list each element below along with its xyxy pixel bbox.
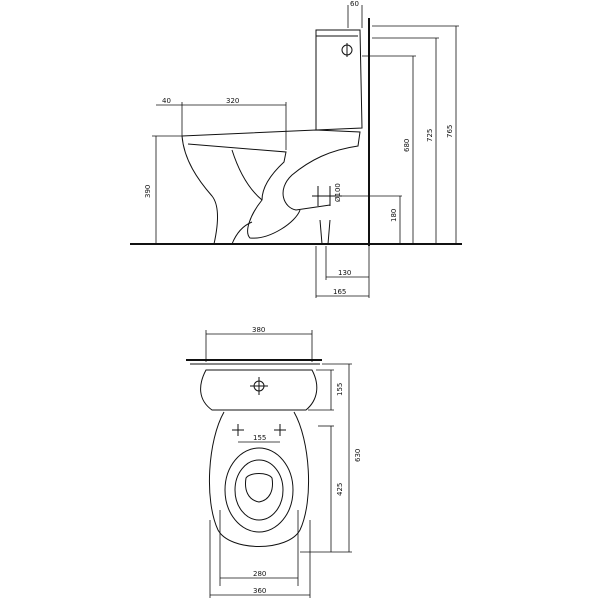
dim-180-label: 180 <box>390 209 398 222</box>
dim-380-label: 380 <box>252 326 265 334</box>
dim-725-label: 725 <box>426 129 434 142</box>
seat-rim <box>224 447 294 533</box>
dim-top-label: 60 <box>350 0 359 8</box>
foot-curve <box>231 221 253 245</box>
seat-line <box>187 143 287 201</box>
bowl-inner <box>234 459 284 521</box>
bowl-top-profile <box>181 129 361 211</box>
dim-630-label: 630 <box>354 449 362 462</box>
tank-top-outline <box>200 369 318 411</box>
dim-bolts-label: 155 <box>253 434 266 442</box>
drain-hole <box>245 473 273 503</box>
bowl-front-profile <box>181 135 218 245</box>
dim-280-label: 280 <box>253 570 266 578</box>
dim-390-label: 390 <box>144 185 152 198</box>
dim-outlet-dia-label: Ø100 <box>334 183 342 202</box>
dim-765-label: 765 <box>446 125 454 138</box>
dim-130-label: 130 <box>338 269 351 277</box>
dim-tank-depth-label: 155 <box>336 383 344 396</box>
dim-rim-front-label: 40 <box>162 97 171 105</box>
dim-360-label: 360 <box>253 587 266 595</box>
foot-back <box>319 219 331 245</box>
dim-680-label: 680 <box>403 139 411 152</box>
dim-seat-len-label: 320 <box>226 97 239 105</box>
dim-425-label: 425 <box>336 483 344 496</box>
bowl-outline <box>208 411 310 547</box>
trapway <box>231 149 301 239</box>
side-view: 60 40 320 390 Ø100 180 680 725 765 <box>130 0 462 298</box>
top-view: 155 380 155 425 630 280 360 <box>186 326 362 598</box>
cistern-tank <box>315 29 363 131</box>
dim-165-label: 165 <box>333 288 346 296</box>
